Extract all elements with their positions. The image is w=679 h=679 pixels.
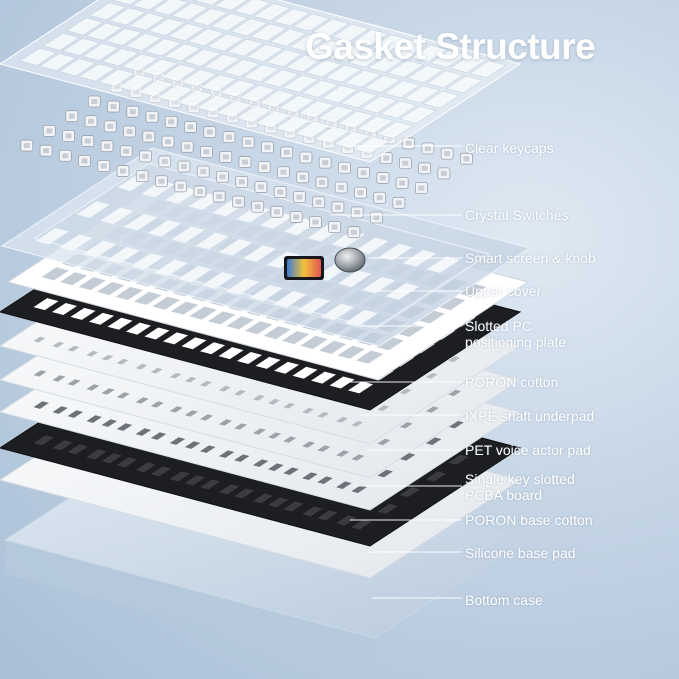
diagram-title: Gasket Structure bbox=[305, 26, 596, 67]
smart-screen-display bbox=[287, 259, 321, 277]
label-pcba-board: Single key slotted PCBA board bbox=[465, 471, 575, 503]
label-smart-screen-knob: Smart screen & knob bbox=[465, 250, 596, 266]
label-ixpe-shaft-underpad: IXPE shaft underpad bbox=[465, 408, 595, 424]
label-clear-keycaps: Clear keycaps bbox=[465, 140, 554, 156]
leader-lines bbox=[330, 145, 462, 599]
bottom-case-side bbox=[5, 540, 375, 672]
label-crystal-switches: Crystal Switches bbox=[465, 207, 569, 223]
details-group bbox=[284, 247, 366, 280]
label-poron-base-cotton: PORON base cotton bbox=[465, 512, 593, 528]
clear-keycaps-layer bbox=[0, 0, 522, 163]
label-pet-voice-actor-pad: PET voice actor pad bbox=[465, 442, 591, 458]
label-bottom-case: Bottom case bbox=[465, 592, 543, 608]
label-poron-cotton: PORON cotton bbox=[465, 374, 559, 390]
label-slotted-pc-plate: Slotted PC positioning plate bbox=[465, 318, 567, 350]
label-silicone-base-pad: Silicone base pad bbox=[465, 545, 576, 561]
label-upper-cover: Upper cover bbox=[465, 283, 542, 299]
layers-group bbox=[0, 0, 531, 672]
knob-icon bbox=[334, 247, 366, 273]
